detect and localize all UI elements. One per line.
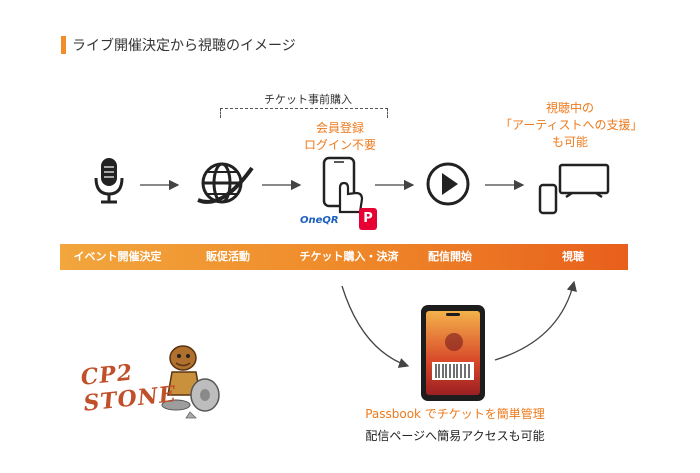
tv-and-phone-icon — [538, 163, 610, 215]
timeline-bar: イベント開催決定 販促活動 チケット購入・決済 配信開始 視聴 — [60, 244, 628, 270]
stage-stream-start: 配信開始 — [428, 250, 472, 263]
passbook-caption: Passbook でチケットを簡単管理 — [365, 407, 545, 421]
title-accent-bar — [61, 36, 66, 54]
smartphone-tap-icon — [322, 156, 364, 214]
oneqr-logo: OneQR — [300, 215, 339, 226]
globe-icon — [197, 162, 254, 204]
curve-arrow-to-viewing — [494, 280, 577, 361]
viewing-line-3: も可能 — [551, 135, 588, 149]
play-icon — [426, 162, 470, 206]
microphone-icon — [94, 158, 124, 204]
bracket-label: チケット事前購入 — [264, 93, 352, 106]
register-line-2: ログイン不要 — [303, 138, 376, 152]
caveman-mascot-icon — [161, 345, 220, 419]
stage-viewing: 視聴 — [562, 250, 584, 263]
viewing-line-2: 「アーティストへの支援」 — [500, 118, 643, 132]
access-caption: 配信ページへ簡易アクセスも可能 — [365, 429, 545, 443]
stage-event-decided: イベント開催決定 — [73, 250, 162, 263]
stage-ticket-purchase: チケット購入・決済 — [299, 250, 399, 263]
page-title: ライブ開催決定から視聴のイメージ — [72, 38, 296, 54]
passbook-ticket-icon — [421, 305, 485, 401]
register-note: 会員登録 ログイン不要 — [290, 120, 390, 154]
viewing-note: 視聴中の 「アーティストへの支援」 も可能 — [500, 100, 643, 151]
curve-arrow-to-passbook — [341, 285, 410, 368]
cp2stone-logo: CP2 STONE — [80, 355, 178, 417]
viewing-line-1: 視聴中の — [545, 101, 594, 115]
prepurchase-bracket — [220, 108, 388, 118]
stage-promotion: 販促活動 — [206, 250, 250, 263]
paypay-logo: P — [359, 208, 377, 230]
register-line-1: 会員登録 — [315, 121, 364, 135]
